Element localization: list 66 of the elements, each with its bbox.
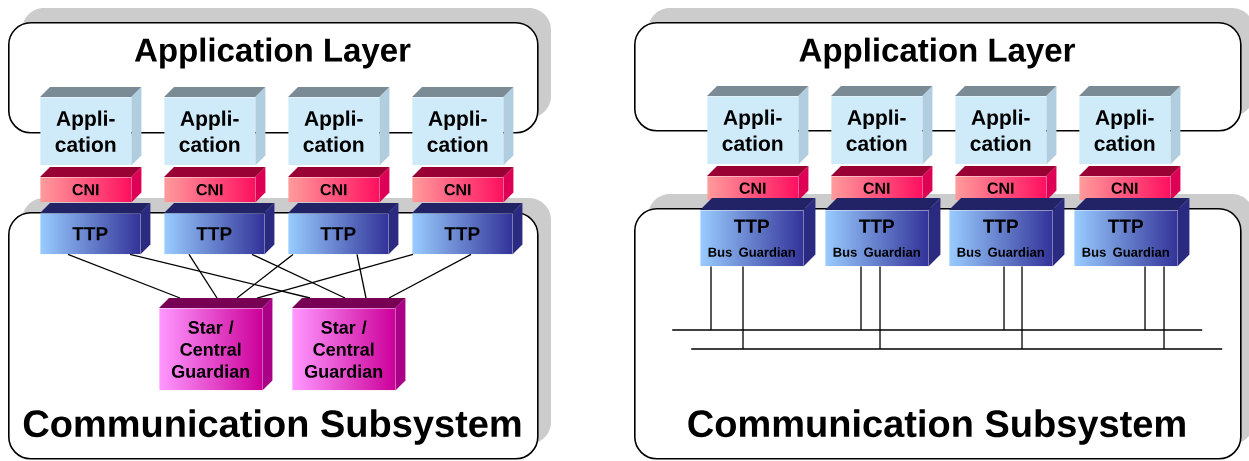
ttp-block: TTP xyxy=(40,203,151,255)
connector-line xyxy=(388,253,472,299)
connector-line xyxy=(129,253,311,299)
ttp-block: TTP Bus Guardian xyxy=(949,198,1065,267)
application-block: Appli- cation xyxy=(1079,86,1181,165)
ttp-block: TTP xyxy=(412,203,523,255)
node-label: TTP xyxy=(982,219,1018,233)
ttp-block: TTP Bus Guardian xyxy=(700,198,816,267)
ttp-block: TTP Bus Guardian xyxy=(825,198,941,267)
application-block: Appli- cation xyxy=(164,87,266,166)
node-label: Bus Guardian xyxy=(957,247,1044,257)
star-coupler-block: Star / Central Guardian xyxy=(159,298,273,391)
cni-block: CNI xyxy=(1079,166,1181,201)
cni-block: CNI xyxy=(164,167,266,203)
connector-line xyxy=(256,253,414,299)
node-label: Star / Central Guardian xyxy=(304,320,383,378)
connector-line xyxy=(1163,265,1165,350)
bus-line xyxy=(691,348,1223,350)
node-label: CNI xyxy=(739,182,766,194)
connector-line xyxy=(1021,265,1023,350)
connector-line xyxy=(188,253,218,299)
connector-line xyxy=(860,265,862,331)
node-label: Bus Guardian xyxy=(1082,247,1169,257)
application-block: Appli- cation xyxy=(412,87,514,166)
connector-line xyxy=(236,253,294,299)
application-block: Appli- cation xyxy=(955,86,1057,165)
cni-block: CNI xyxy=(707,166,809,201)
connector-line xyxy=(251,253,346,299)
node-label: TTP xyxy=(320,227,356,241)
application-block: Appli- cation xyxy=(288,87,390,166)
connector-line xyxy=(1003,265,1005,331)
node-label: TTP xyxy=(196,227,232,241)
node-label: Bus Guardian xyxy=(708,247,795,257)
node-label: CNI xyxy=(444,184,471,196)
connector-line xyxy=(1144,265,1146,331)
node-label: CNI xyxy=(987,182,1014,194)
node-label: TTP xyxy=(858,219,894,233)
ttp-block: TTP xyxy=(288,203,399,255)
cni-block: CNI xyxy=(288,167,390,203)
star-coupler-block: Star / Central Guardian xyxy=(292,298,406,391)
node-label: CNI xyxy=(320,184,347,196)
connector-line xyxy=(879,265,881,350)
node-label: Bus Guardian xyxy=(833,247,920,257)
ttp-block: TTP Bus Guardian xyxy=(1074,198,1190,267)
ttp-block: TTP xyxy=(164,203,275,255)
node-label: CNI xyxy=(72,184,99,196)
node-label: CNI xyxy=(196,184,223,196)
connector-line xyxy=(710,265,712,331)
cni-block: CNI xyxy=(412,167,514,203)
bus-line xyxy=(672,329,1203,331)
application-block: Appli- cation xyxy=(707,86,809,165)
cni-block: CNI xyxy=(955,166,1057,201)
node-label: CNI xyxy=(1111,182,1138,194)
cni-block: CNI xyxy=(831,166,933,201)
application-block: Appli- cation xyxy=(40,87,142,166)
node-label: Star / Central Guardian xyxy=(171,320,250,378)
node-label: TTP xyxy=(72,227,108,241)
connector-line xyxy=(742,265,744,350)
connector-line xyxy=(356,253,367,299)
node-label: TTP xyxy=(444,227,480,241)
node-label: TTP xyxy=(1107,219,1143,233)
connector-line xyxy=(67,253,181,299)
cni-block: CNI xyxy=(40,167,142,203)
node-label: TTP xyxy=(733,219,769,233)
application-block: Appli- cation xyxy=(831,86,933,165)
node-label: CNI xyxy=(863,182,890,194)
